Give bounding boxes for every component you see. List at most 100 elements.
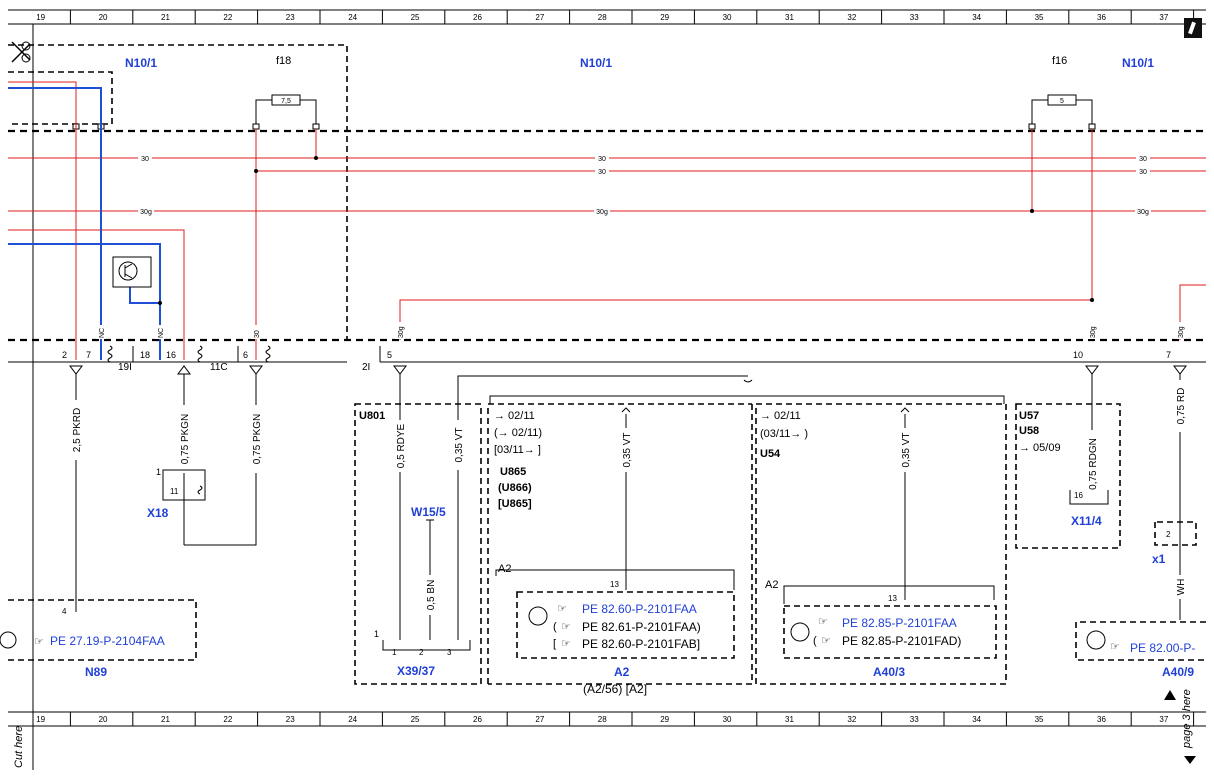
wire-red bbox=[8, 81, 77, 360]
connector-label: 19I bbox=[118, 362, 132, 373]
wire-end-label: 30g bbox=[398, 326, 405, 338]
column-number: 36 bbox=[1097, 13, 1106, 22]
pin-number: 2 bbox=[1166, 530, 1171, 539]
wire-end-label: NC bbox=[158, 328, 165, 338]
connector-x11-4: 16 X11/4 bbox=[1069, 490, 1109, 528]
ref-prefix: ( bbox=[553, 621, 557, 633]
column-number: 37 bbox=[1159, 715, 1168, 724]
pin-number: 11 bbox=[170, 487, 179, 496]
wire-label: 0,75 PKGN bbox=[180, 414, 191, 465]
variant-date: → 02/11 bbox=[494, 410, 535, 422]
column-number: 33 bbox=[910, 13, 919, 22]
wire-label: 2,5 PKRD bbox=[72, 408, 83, 452]
pin-label: 7 bbox=[1166, 350, 1171, 360]
column-number: 30 bbox=[723, 13, 732, 22]
column-number: 36 bbox=[1097, 715, 1106, 724]
column-number: 23 bbox=[286, 13, 295, 22]
component-ref: A2 bbox=[765, 579, 778, 591]
component-label: A40/3 bbox=[873, 665, 905, 679]
bus-label: 30 bbox=[1139, 169, 1147, 176]
pin-number: 16 bbox=[1074, 491, 1083, 500]
wire-label: 0,75 PKGN bbox=[252, 414, 263, 465]
pencil-icon bbox=[1184, 18, 1202, 38]
column-number: 26 bbox=[473, 715, 482, 724]
column-number: 33 bbox=[910, 715, 919, 724]
wire-label: 0,35 VT bbox=[901, 432, 912, 467]
reference-link[interactable]: PE 82.60-P-2101FAB] bbox=[582, 637, 700, 651]
column-number: 25 bbox=[411, 715, 420, 724]
fuse-label: f16 bbox=[1052, 55, 1067, 67]
reference-link[interactable]: PE 82.61-P-2101FAA) bbox=[582, 620, 701, 634]
bus-30: 30 30 30 30 30 30g 30g 30g bbox=[8, 153, 1206, 216]
pin-number: 1 bbox=[392, 648, 397, 657]
variant-date: (→ 02/11) bbox=[494, 427, 542, 439]
variant-list-3: U57 U58 → 05/09 bbox=[1019, 410, 1061, 454]
wire-label: 0,75 RDGN bbox=[1088, 438, 1099, 490]
pin-number: 1 bbox=[374, 629, 379, 639]
reference-link[interactable]: PE 82.00-P- bbox=[1130, 641, 1195, 655]
arrow-down-icon bbox=[1184, 756, 1196, 764]
column-number: 31 bbox=[785, 13, 794, 22]
component-label: X18 bbox=[147, 506, 169, 520]
bus-label: 30 bbox=[598, 156, 606, 163]
bus-label: 30g bbox=[596, 209, 608, 216]
column-number: 32 bbox=[847, 715, 856, 724]
component-a40-3: A2 13 ☞ PE 82.85-P-2101FAA ( ☞ PE 82.85-… bbox=[765, 579, 997, 679]
fuse-rating: 7,5 bbox=[281, 98, 291, 105]
fuse-f18 bbox=[271, 94, 301, 106]
module-label: N10/1 bbox=[580, 56, 612, 70]
bus-label: 30 bbox=[141, 156, 149, 163]
fuse-rating: 5 bbox=[1060, 98, 1064, 105]
variant-code: [U865] bbox=[498, 498, 532, 510]
bus-label: 30 bbox=[1139, 156, 1147, 163]
variant-date: → 05/09 bbox=[1019, 442, 1061, 454]
reference-link[interactable]: PE 27.19-P-2104FAA bbox=[50, 634, 165, 648]
variant-box-a2 bbox=[487, 403, 752, 684]
inner-box-left bbox=[8, 71, 113, 125]
wire-label: 0,5 RDYE bbox=[396, 423, 407, 468]
variant-list-1: → 02/11 (→ 02/11) [03/11→ ] U865 (U866) … bbox=[494, 410, 542, 510]
column-number: 20 bbox=[99, 715, 108, 724]
variant-code: U58 bbox=[1019, 425, 1039, 437]
connector-x18: 1 11 X18 bbox=[147, 467, 206, 520]
column-number: 29 bbox=[660, 13, 669, 22]
bus-label: 30g bbox=[140, 209, 152, 216]
component-label: x1 bbox=[1152, 552, 1166, 566]
component-alt-label: (A2/56) [A2] bbox=[583, 682, 647, 696]
reference-icon: ☞ bbox=[818, 616, 828, 628]
column-number: 20 bbox=[99, 13, 108, 22]
transistor-icon bbox=[112, 256, 152, 288]
bus-label: 30 bbox=[598, 169, 606, 176]
page-here-label: page 3 here bbox=[1181, 689, 1193, 749]
component-ref: A2 bbox=[498, 563, 511, 575]
column-number: 35 bbox=[1035, 13, 1044, 22]
fuse-f16 bbox=[1047, 94, 1077, 106]
connector-x1: 2 x1 bbox=[1152, 521, 1197, 566]
connector-arrows bbox=[69, 365, 1187, 375]
component-label: X39/37 bbox=[397, 664, 435, 678]
wire-blue bbox=[8, 87, 102, 360]
scissors-icon bbox=[11, 41, 31, 63]
fuse-leads bbox=[255, 99, 317, 124]
connector-label: 2I bbox=[362, 362, 370, 373]
column-number: 19 bbox=[36, 715, 45, 724]
reference-link[interactable]: PE 82.60-P-2101FAA bbox=[582, 602, 697, 616]
pin-label: 5 bbox=[387, 350, 392, 360]
column-number: 22 bbox=[223, 715, 232, 724]
column-number: 31 bbox=[785, 715, 794, 724]
variant-code: U57 bbox=[1019, 410, 1039, 422]
reference-link[interactable]: PE 82.85-P-2101FAA bbox=[842, 616, 957, 630]
wire-red bbox=[399, 129, 1093, 340]
pin-number: 13 bbox=[888, 594, 897, 603]
column-number: 27 bbox=[535, 715, 544, 724]
component-label: X11/4 bbox=[1071, 514, 1102, 528]
module-label: N10/1 bbox=[1122, 56, 1154, 70]
variant-list-2: → 02/11 (03/11→ ) U54 bbox=[760, 410, 808, 460]
column-number: 34 bbox=[972, 13, 981, 22]
wire-end-label: 30g bbox=[1178, 326, 1185, 338]
wire-label: 0,35 VT bbox=[454, 427, 465, 462]
reference-link[interactable]: PE 82.85-P-2101FAD) bbox=[842, 634, 961, 648]
